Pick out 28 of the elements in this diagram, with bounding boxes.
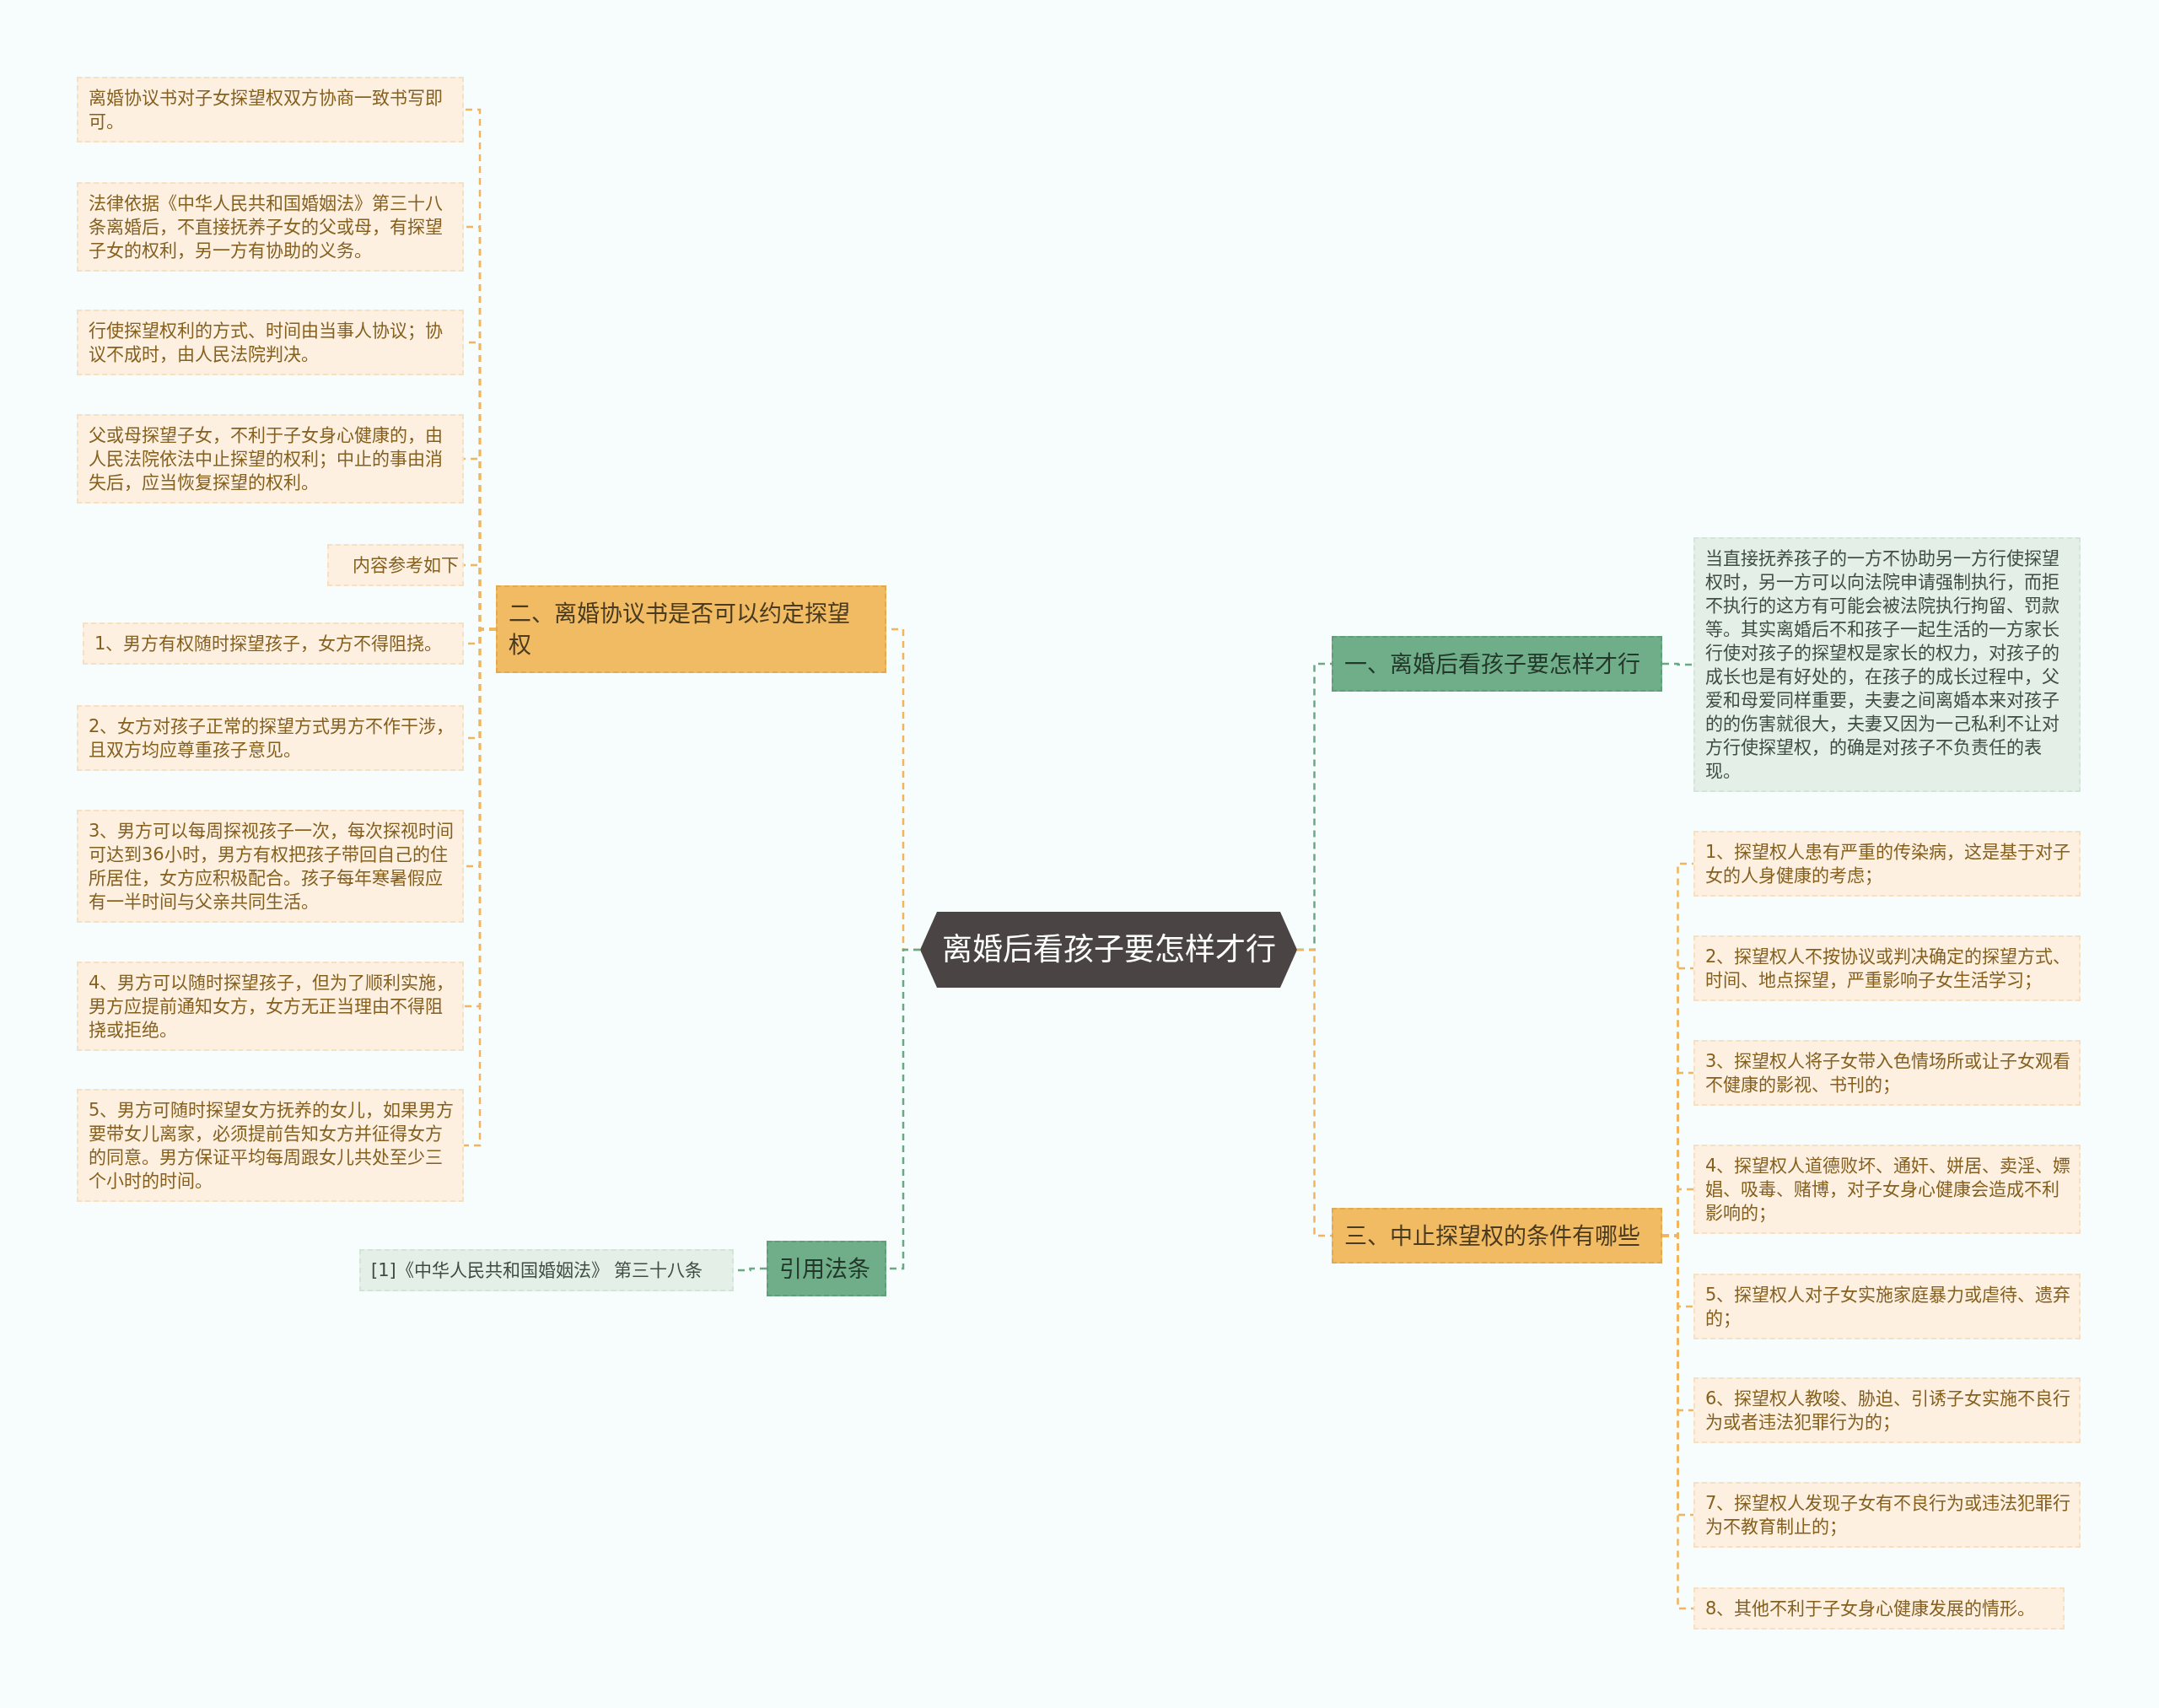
note-card: 2、女方对孩子正常的探望方式男方不作干涉，且双方均应尊重孩子意见。 <box>77 705 464 771</box>
note-card: 8、其他不利于子女身心健康发展的情形。 <box>1693 1587 2065 1630</box>
note-card: 3、探望权人将子女带入色情场所或让子女观看不健康的影视、书刊的； <box>1693 1040 2081 1106</box>
topic-card: 引用法条 <box>767 1241 886 1296</box>
connector-line <box>1662 662 1693 666</box>
note-card: 离婚协议书对子女探望权双方协商一致书写即可。 <box>77 77 464 143</box>
note-card: 4、男方可以随时探望孩子，但为了顺利实施，男方应提前通知女方，女方无正当理由不得阻挠或拒绝。 <box>77 962 464 1051</box>
note-card: [1]《中华人民共和国婚姻法》 第三十八条 <box>359 1249 734 1291</box>
topic-card: 一、离婚后看孩子要怎样才行 <box>1332 636 1662 692</box>
note-card: 法律依据《中华人民共和国婚姻法》第三十八条离婚后，不直接抚养子女的父或母，有探望子女的权利，另一方有协助的义务。 <box>77 182 464 272</box>
connector-line <box>1662 1234 1693 1610</box>
connector-line <box>1297 948 1332 1237</box>
note-card: 内容参考如下 <box>327 544 464 586</box>
note-card: 4、探望权人道德败坏、通奸、姘居、卖淫、嫖娼、吸毒、赌博，对子女身心健康会造成不利影响的； <box>1693 1145 2081 1234</box>
topic-card: 二、离婚协议书是否可以约定探望权 <box>496 585 886 673</box>
note-card: 1、男方有权随时探望孩子，女方不得阻挠。 <box>83 622 464 665</box>
central-topic: 离婚后看孩子要怎样才行 <box>920 912 1297 988</box>
topic-card: 三、中止探望权的条件有哪些 <box>1332 1208 1662 1263</box>
note-card: 7、探望权人发现子女有不良行为或违法犯罪行为不教育制止的； <box>1693 1482 2081 1548</box>
note-card: 父或母探望子女，不利于子女身心健康的，由人民法院依法中止探望的权利；中止的事由消失后，应当恢复探望的权利。 <box>77 414 464 504</box>
note-card: 1、探望权人患有严重的传染病，这是基于对子女的人身健康的考虑； <box>1693 831 2081 897</box>
note-card: 2、探望权人不按协议或判决确定的探望方式、时间、地点探望，严重影响子女生活学习； <box>1693 935 2081 1001</box>
note-card: 3、男方可以每周探视孩子一次，每次探视时间可达到36小时，男方有权把孩子带回自己的住所居住，女方应积极配合。孩子每年寒暑假应有一半时间与父亲共同生活。 <box>77 810 464 923</box>
note-card: 5、男方可随时探望女方抚养的女儿，如果男方要带女儿离家，必须提前告知女方并征得女方的同意。男方保证平均每周跟女儿共处至少三个小时的时间。 <box>77 1089 464 1202</box>
note-card: 行使探望权利的方式、时间由当事人协议；协议不成时，由人民法院判决。 <box>77 310 464 375</box>
note-card: 5、探望权人对子女实施家庭暴力或虐待、遗弃的； <box>1693 1274 2081 1339</box>
note-card: 6、探望权人教唆、胁迫、引诱子女实施不良行为或者违法犯罪行为的； <box>1693 1377 2081 1443</box>
note-card: 当直接抚养孩子的一方不协助另一方行使探望权时，另一方可以向法院申请强制执行，而拒不执行的这方有可能会被法院执行拘留、罚款等。其实离婚后不和孩子一起生活的一方家长行使对孩子的探望权是家长的权力，对孩子的成长也是有好处的，在孩子的成长过程中，父爱和母爱同样重要，夫妻之间离婚本来对孩子的的伤害就很大，夫妻又因为一己私利不让对方行使探望权，的确是对孩子不负责任的表现。 <box>1693 537 2081 792</box>
